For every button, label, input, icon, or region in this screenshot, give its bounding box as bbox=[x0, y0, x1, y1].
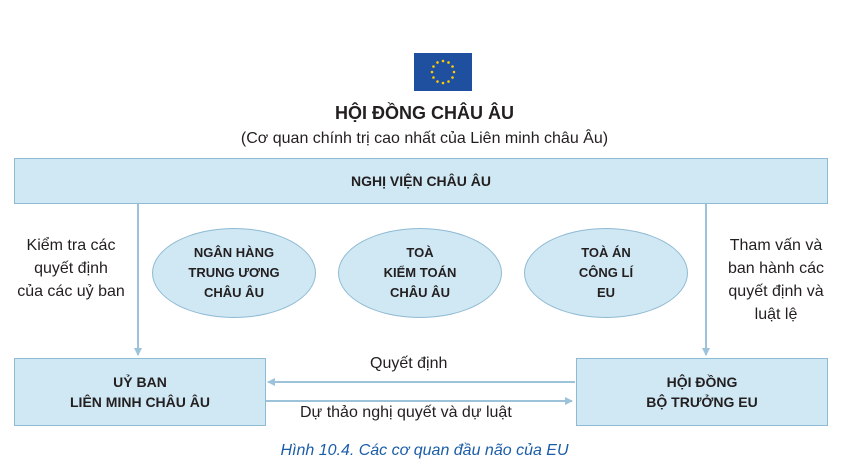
flag-star bbox=[430, 70, 434, 74]
central-bank-ellipse: NGÂN HÀNG TRUNG ƯƠNG CHÂU ÂU bbox=[152, 228, 316, 318]
left-note: Kiểm tra các quyết định của các uỷ ban bbox=[17, 237, 125, 300]
flag-star bbox=[432, 65, 435, 68]
court-of-auditors-ellipse: TOÀ KIỂM TOÁN CHÂU ÂU bbox=[338, 228, 502, 318]
council-of-ministers-box: HỘI ĐỒNG BỘ TRƯỞNG EU bbox=[576, 358, 828, 426]
decision-label: Quyết định bbox=[370, 355, 448, 372]
flag-star bbox=[432, 76, 435, 79]
flag-star bbox=[441, 59, 445, 63]
flag-star bbox=[436, 61, 439, 64]
page-subtitle: (Cơ quan chính trị cao nhất của Liên min… bbox=[240, 130, 609, 147]
page-title: HỘI ĐỒNG CHÂU ÂU bbox=[335, 103, 514, 123]
flag-star bbox=[451, 65, 454, 68]
right-note: Tham vấn và ban hành các quyết định và l… bbox=[727, 237, 825, 323]
flag-star bbox=[441, 81, 445, 85]
european-parliament-label: NGHỊ VIỆN CHÂU ÂU bbox=[350, 173, 491, 189]
flag-star bbox=[436, 80, 439, 83]
figure-caption: Hình 10.4. Các cơ quan đầu não của EU bbox=[280, 442, 569, 459]
flag-star bbox=[447, 61, 450, 64]
european-parliament-box: NGHỊ VIỆN CHÂU ÂU bbox=[14, 158, 828, 204]
draft-label: Dự thảo nghị quyết và dự luật bbox=[300, 404, 512, 421]
european-commission-box: UỶ BAN LIÊN MINH CHÂU ÂU bbox=[14, 358, 266, 426]
eu-flag-icon bbox=[414, 53, 472, 91]
flag-star bbox=[452, 70, 456, 74]
flag-star bbox=[447, 80, 450, 83]
flag-star bbox=[451, 76, 454, 79]
court-of-justice-ellipse: TOÀ ÁN CÔNG LÍ EU bbox=[524, 228, 688, 318]
